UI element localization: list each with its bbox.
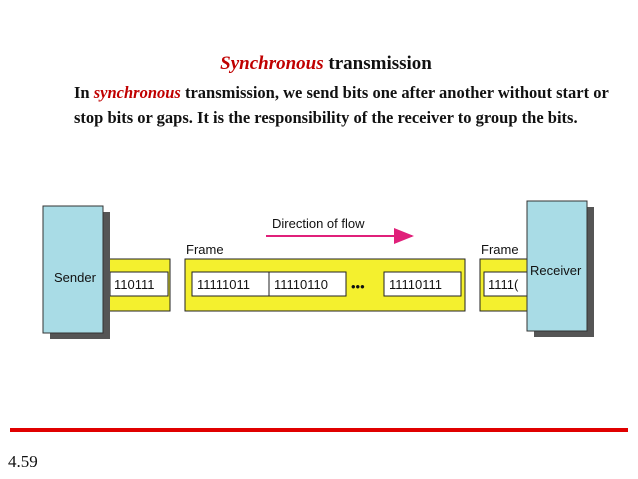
receiver-label: Receiver bbox=[530, 263, 582, 278]
paragraph-accent: synchronous bbox=[93, 83, 181, 102]
page-number: 4.59 bbox=[8, 452, 38, 471]
receiver-box bbox=[526, 200, 588, 332]
footer-divider bbox=[10, 428, 628, 432]
sender-label: Sender bbox=[54, 270, 97, 285]
ellipsis: ••• bbox=[351, 279, 365, 294]
paragraph-rest: transmission, we send bits one after ano… bbox=[74, 83, 609, 127]
title-accent: Synchronous bbox=[220, 53, 324, 74]
byte-1: 11111011 bbox=[197, 277, 250, 292]
byte-2: 11110110 bbox=[274, 277, 328, 292]
sender-box bbox=[42, 205, 104, 334]
byte-box-3 bbox=[383, 271, 462, 297]
right-partial-byte: 1111( bbox=[488, 277, 519, 292]
slide-title: Synchronous transmission bbox=[0, 52, 638, 76]
frame-label-right: Frame bbox=[481, 242, 519, 257]
left-partial-byte: 110111 bbox=[114, 277, 155, 292]
title-rest: transmission bbox=[323, 53, 432, 74]
description-paragraph: In synchronous transmission, we send bit… bbox=[74, 80, 614, 130]
frame-label-left: Frame bbox=[186, 242, 224, 257]
direction-label: Direction of flow bbox=[272, 216, 365, 231]
byte-box-2 bbox=[268, 271, 347, 297]
paragraph-lead: In bbox=[74, 83, 94, 102]
byte-3: 11110111 bbox=[389, 277, 442, 292]
